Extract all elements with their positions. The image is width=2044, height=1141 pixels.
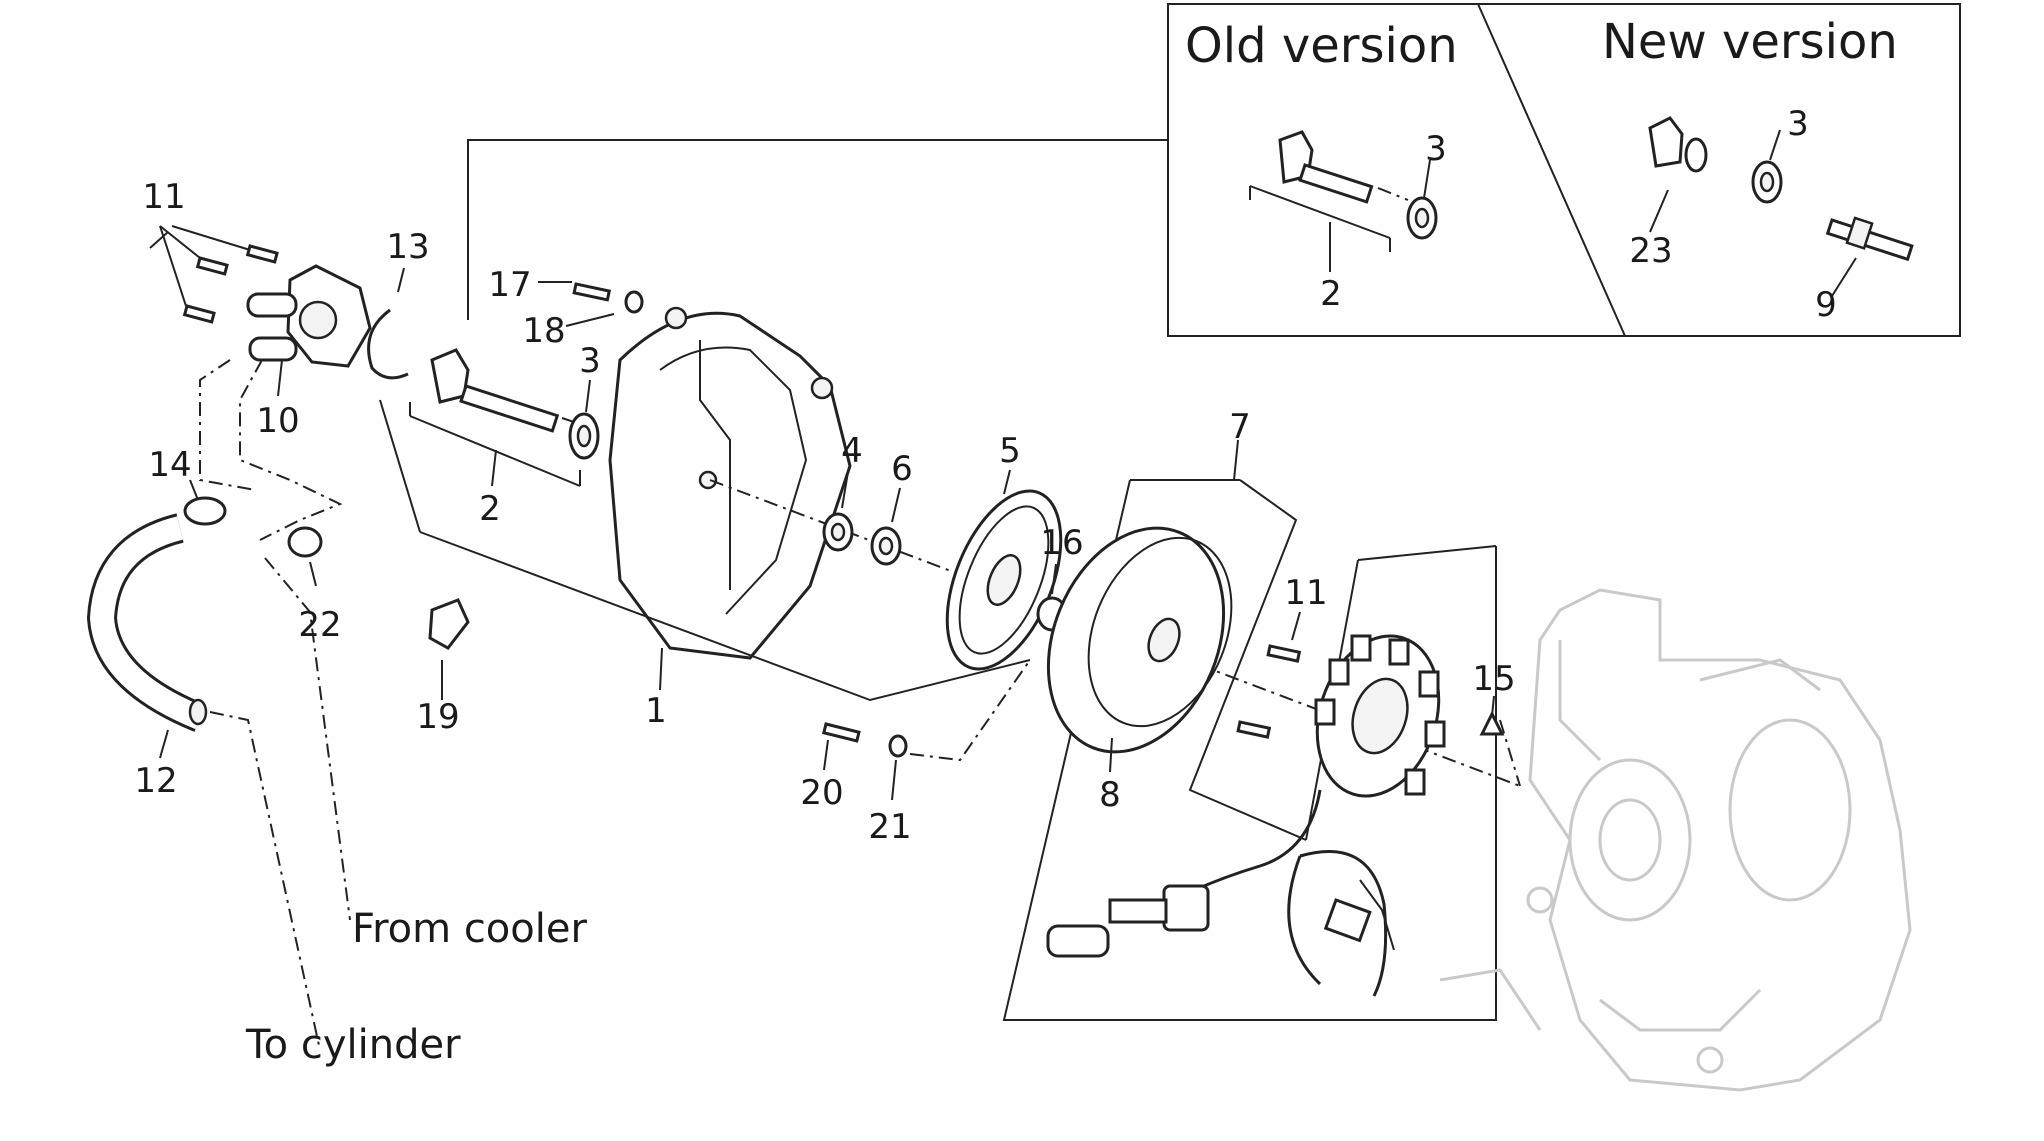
callout-10: 10 — [256, 401, 299, 441]
old-version-heading: Old version — [1185, 18, 1458, 74]
callout-14: 14 — [148, 445, 191, 485]
flywheel-rotor-part — [1046, 526, 1226, 754]
callout-3: 3 — [579, 341, 601, 381]
callout-12: 12 — [134, 761, 177, 801]
clip-19-part — [428, 598, 470, 650]
flywheel-cover-group — [379, 306, 1031, 702]
callout-13: 13 — [386, 227, 429, 267]
crankcase-ghost — [1439, 588, 1912, 1092]
callout-1: 1 — [645, 691, 667, 731]
callout-18: 18 — [522, 311, 565, 351]
clamp-14-part — [183, 496, 227, 526]
screw-parts — [182, 244, 279, 324]
pump-shaft-group — [409, 281, 644, 487]
callout-2-inset: 2 — [1320, 274, 1342, 314]
inset-leader — [467, 139, 1168, 320]
pump-cover-group — [86, 225, 470, 1051]
cooling-fan-group — [945, 469, 1063, 671]
callout-2: 2 — [479, 489, 501, 529]
flywheel-rotor-group — [1046, 526, 1233, 773]
callout-21: 21 — [868, 807, 911, 847]
new-version-heading: New version — [1602, 14, 1898, 70]
pump-impeller-part — [430, 348, 470, 404]
callout-5: 5 — [999, 431, 1021, 471]
new-pump-parts — [1648, 116, 1914, 297]
callout-20: 20 — [800, 773, 843, 813]
callout-9: 9 — [1815, 285, 1837, 325]
callout-11-right: 11 — [1284, 573, 1327, 613]
inset-divider — [1477, 3, 1626, 337]
inset-frame — [1167, 3, 1961, 337]
stator-group — [1046, 545, 1521, 997]
screw-washer-group — [822, 659, 1031, 801]
callout-11: 11 — [142, 177, 185, 217]
callout-23: 23 — [1629, 231, 1672, 271]
callout-16: 16 — [1040, 523, 1083, 563]
callout-17: 17 — [488, 265, 531, 305]
to-cylinder-label: To cylinder — [245, 1022, 461, 1068]
callout-8: 8 — [1099, 775, 1121, 815]
old-pump-shaft-part — [1249, 130, 1438, 272]
o-ring-part — [367, 308, 409, 380]
from-cooler-label: From cooler — [352, 906, 587, 952]
callout-7: 7 — [1229, 407, 1251, 447]
bearing-group — [822, 471, 902, 566]
callout-15: 15 — [1472, 659, 1515, 699]
callout-6: 6 — [891, 449, 913, 489]
callout-22: 22 — [298, 605, 341, 645]
callout-3-old: 3 — [1425, 129, 1447, 169]
connector-part — [1162, 884, 1210, 932]
callout-3-new: 3 — [1787, 104, 1809, 144]
version-inset: Old version New version 2 3 — [1167, 3, 1961, 337]
clamp-22-part — [287, 526, 323, 558]
callout-19: 19 — [416, 697, 459, 737]
callout-4: 4 — [841, 431, 863, 471]
